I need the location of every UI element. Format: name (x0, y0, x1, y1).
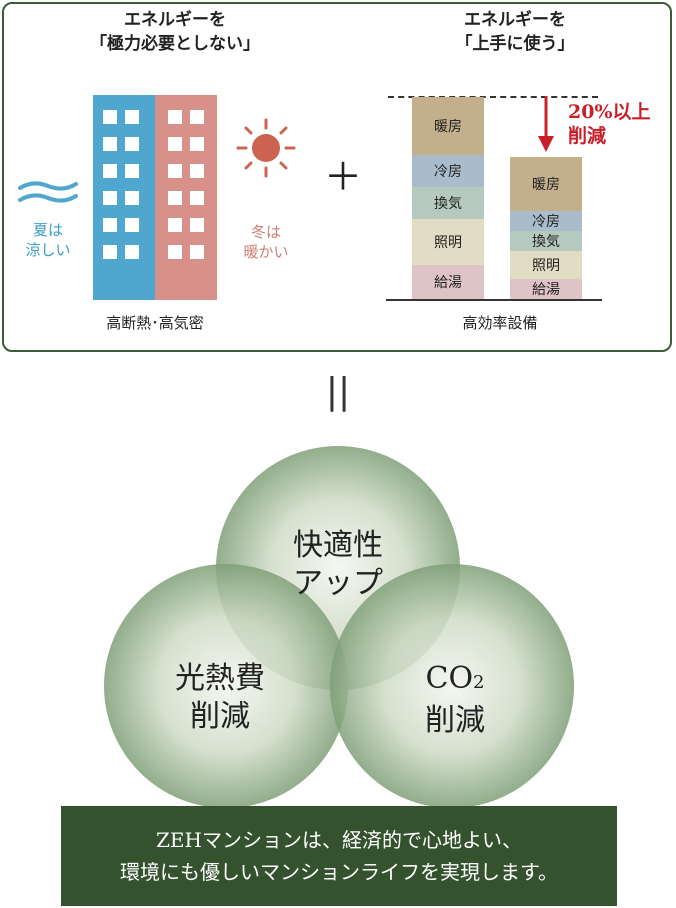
before-hotwater-label: 給湯 (434, 275, 462, 291)
venn-diagram (104, 446, 574, 808)
down-arrow-icon (538, 96, 554, 152)
equals-sign: || (325, 371, 351, 412)
before-lighting: 照明 (412, 219, 484, 265)
conclusion-banner: ZEHマンションは、経済的で心地よい、 環境にも優しいマンションライフを実現しま… (61, 806, 617, 906)
baseline-dashed-line (388, 96, 598, 98)
before-bar: 暖房 冷房 換気 照明 給湯 (412, 97, 484, 299)
co2-label: CO2 削減 (385, 660, 525, 740)
right-heading-line2: 「上手に使う」 (455, 34, 575, 54)
winter-line1: 冬は (250, 223, 281, 241)
after-heating: 暖房 (510, 157, 582, 211)
plus-sign: ＋ (323, 155, 362, 199)
after-lighting-label: 照明 (532, 258, 560, 274)
before-lighting-label: 照明 (434, 235, 462, 251)
co2-subscript: 2 (473, 672, 485, 693)
comfort-line2: アップ (293, 566, 383, 601)
reduction-line2: 削減 (568, 125, 607, 147)
left-caption: 高断熱･高気密 (106, 314, 204, 332)
after-heating-label: 暖房 (532, 177, 560, 193)
circle-energy-cost (104, 564, 348, 808)
after-cooling: 冷房 (510, 211, 582, 231)
before-heating: 暖房 (412, 97, 484, 155)
after-cooling-label: 冷房 (532, 214, 560, 230)
right-caption: 高効率設備 (462, 314, 538, 332)
circle-co2 (330, 564, 574, 808)
summer-text: 夏は 涼しい (18, 220, 78, 260)
after-bar: 暖房 冷房 換気 照明 給湯 (510, 157, 582, 299)
co2-line1: CO2 (385, 660, 525, 702)
building-icon (93, 95, 217, 300)
summer-line2: 涼しい (25, 241, 71, 259)
after-ventilation-label: 換気 (532, 234, 560, 250)
energy-cost-label: 光熱費 削減 (150, 660, 290, 736)
after-ventilation: 換気 (510, 231, 582, 251)
after-hotwater-label: 給湯 (532, 282, 560, 298)
after-hotwater: 給湯 (510, 279, 582, 299)
energy-cost-line1: 光熱費 (175, 661, 265, 696)
before-cooling: 冷房 (412, 155, 484, 187)
co2-line2: 削減 (425, 703, 485, 738)
after-lighting: 照明 (510, 251, 582, 279)
reduction-line1: 20%以上 (568, 101, 651, 123)
before-hotwater: 給湯 (412, 265, 484, 299)
winter-line2: 暖かい (243, 243, 289, 261)
before-heating-label: 暖房 (434, 119, 462, 135)
energy-cost-line2: 削減 (190, 699, 250, 734)
left-heading-line2: 「極力必要としない」 (90, 34, 260, 54)
conclusion-line1: ZEHマンションは、経済的で心地よい、 (156, 828, 522, 852)
right-heading-line1: エネルギーを (464, 10, 566, 30)
before-ventilation: 換気 (412, 187, 484, 219)
right-heading: エネルギーを 「上手に使う」 (400, 8, 630, 56)
sun-icon (236, 118, 296, 178)
conclusion-line2: 環境にも優しいマンションライフを実現します。 (120, 860, 558, 884)
before-ventilation-label: 換気 (434, 196, 462, 212)
before-cooling-label: 冷房 (434, 164, 462, 180)
bars-baseline (386, 299, 602, 301)
comfort-line1: 快適性 (293, 528, 383, 563)
reduction-text: 20%以上 削減 (568, 100, 668, 148)
comfort-label: 快適性 アップ (268, 527, 408, 603)
co2-text: CO (425, 661, 474, 696)
summer-line1: 夏は (32, 221, 63, 239)
wind-icon (18, 181, 78, 203)
winter-text: 冬は 暖かい (236, 222, 296, 262)
left-heading: エネルギーを 「極力必要としない」 (60, 8, 290, 56)
left-heading-line1: エネルギーを (124, 10, 226, 30)
